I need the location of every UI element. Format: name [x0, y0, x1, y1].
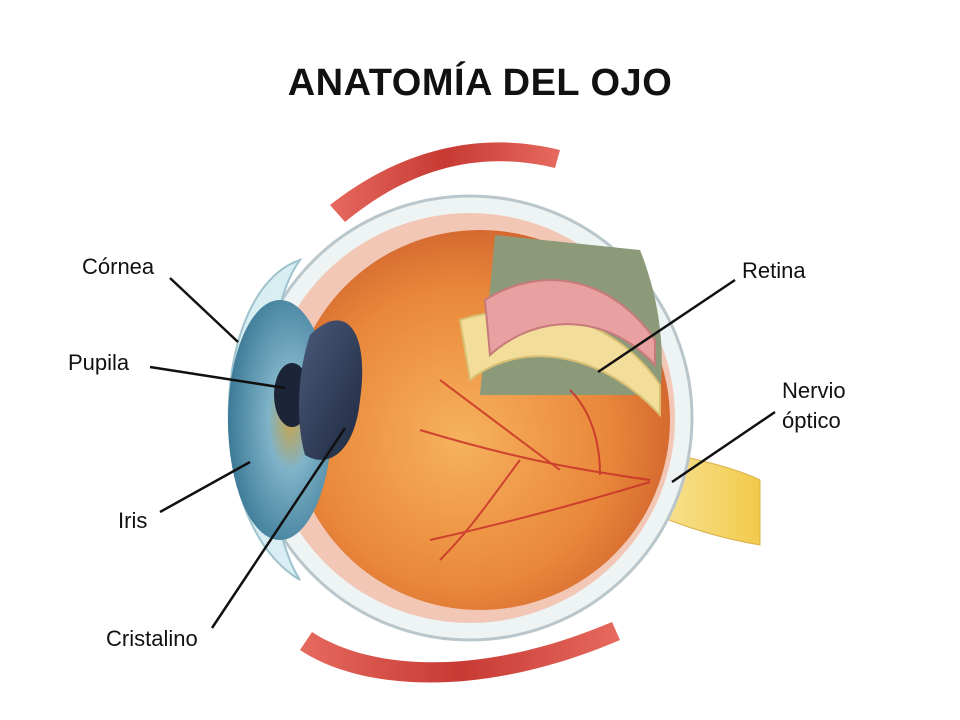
label-nervio-line2: óptico — [782, 408, 841, 433]
leader-cornea — [169, 277, 239, 343]
upper-muscle — [330, 142, 560, 222]
blood-vessels — [419, 379, 651, 561]
label-iris: Iris — [118, 508, 148, 533]
label-nervio-line1: Nervio — [782, 378, 846, 403]
leader-iris — [159, 460, 251, 514]
leader-cristalino — [210, 427, 347, 629]
retina-cutaway — [483, 279, 656, 368]
leader-lines — [149, 277, 776, 629]
leader-nervio — [671, 410, 776, 484]
diagram-title: ANATOMÍA DEL OJO — [287, 62, 673, 104]
label-cornea: Córnea — [82, 254, 155, 279]
lens-shape — [298, 320, 363, 460]
label-nervio-optico: Nervio óptico — [782, 376, 846, 436]
label-cristalino: Cristalino — [106, 626, 198, 651]
label-retina: Retina — [742, 258, 806, 283]
lower-muscle — [300, 622, 620, 683]
leader-retina — [597, 278, 736, 374]
label-pupila: Pupila — [68, 350, 130, 375]
leader-pupila — [149, 365, 286, 390]
